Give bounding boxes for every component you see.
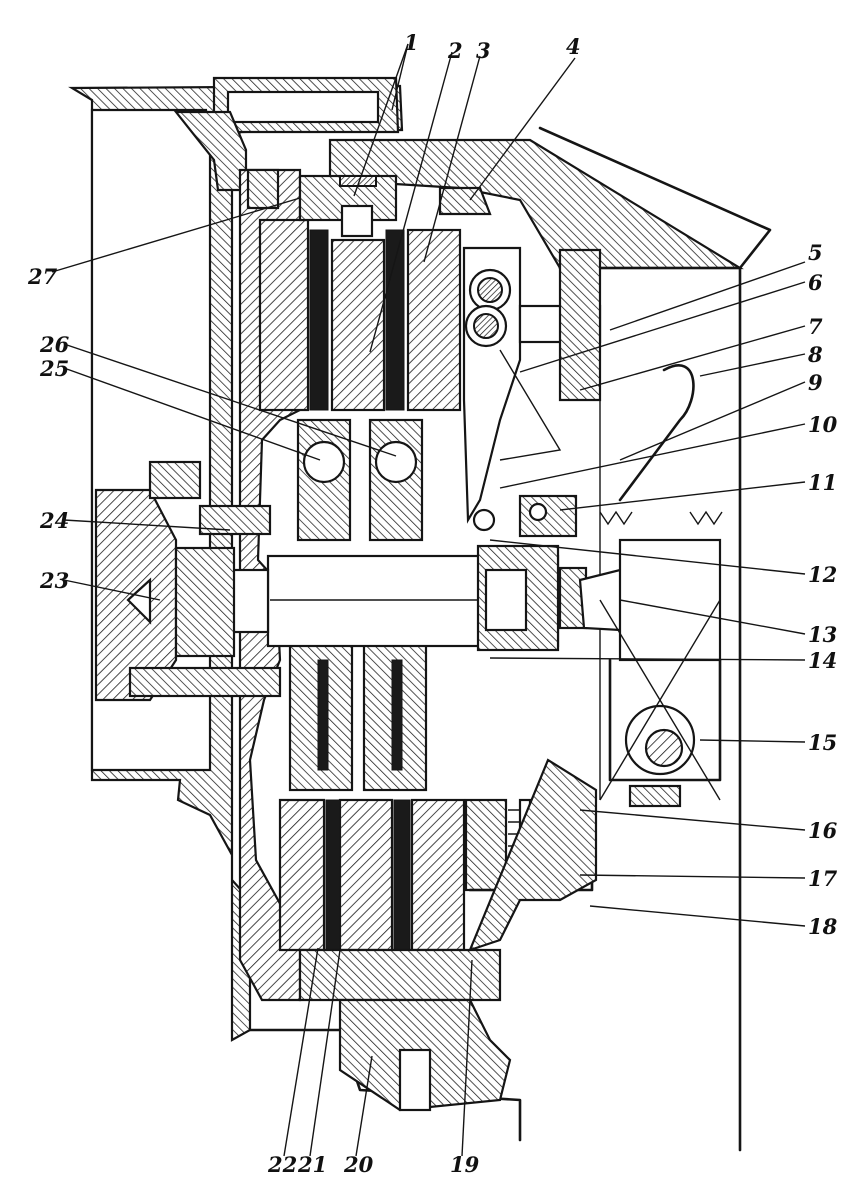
callout-23: 23 xyxy=(39,568,69,593)
leader-lines xyxy=(51,43,806,1157)
callout-25: 25 xyxy=(39,356,69,381)
callout-5: 5 xyxy=(808,240,823,265)
callout-22: 22 xyxy=(267,1152,297,1177)
release-assembly xyxy=(476,494,722,808)
callout-2: 2 xyxy=(447,38,463,63)
coil-springs xyxy=(464,510,723,952)
callout-9: 9 xyxy=(808,370,823,395)
callout-19: 19 xyxy=(450,1152,480,1177)
callout-24: 24 xyxy=(39,508,69,533)
callout-8: 8 xyxy=(807,342,823,367)
callout-13: 13 xyxy=(808,622,837,647)
release-lever xyxy=(462,246,695,532)
callout-7: 7 xyxy=(808,314,823,339)
callout-17: 17 xyxy=(808,866,838,891)
callout-20: 20 xyxy=(343,1152,374,1177)
callout-18: 18 xyxy=(808,914,838,939)
callout-10: 10 xyxy=(808,412,838,437)
callout-12: 12 xyxy=(808,562,837,587)
callout-11: 11 xyxy=(808,470,837,495)
callout-21: 21 xyxy=(297,1152,327,1177)
callout-14: 14 xyxy=(808,648,837,673)
callout-labels: 1 2 3 4 5 6 7 8 9 10 11 12 13 14 15 16 1… xyxy=(27,30,838,1177)
lower-plates xyxy=(278,798,512,1112)
callout-27: 27 xyxy=(27,264,58,289)
main-shaft xyxy=(94,460,560,702)
callout-4: 4 xyxy=(566,34,581,59)
callout-3: 3 xyxy=(476,38,491,63)
callout-26: 26 xyxy=(39,332,70,357)
callout-6: 6 xyxy=(808,270,823,295)
callout-15: 15 xyxy=(808,730,837,755)
callout-1: 1 xyxy=(404,30,419,55)
upper-plates xyxy=(258,174,492,412)
callout-16: 16 xyxy=(808,818,838,843)
